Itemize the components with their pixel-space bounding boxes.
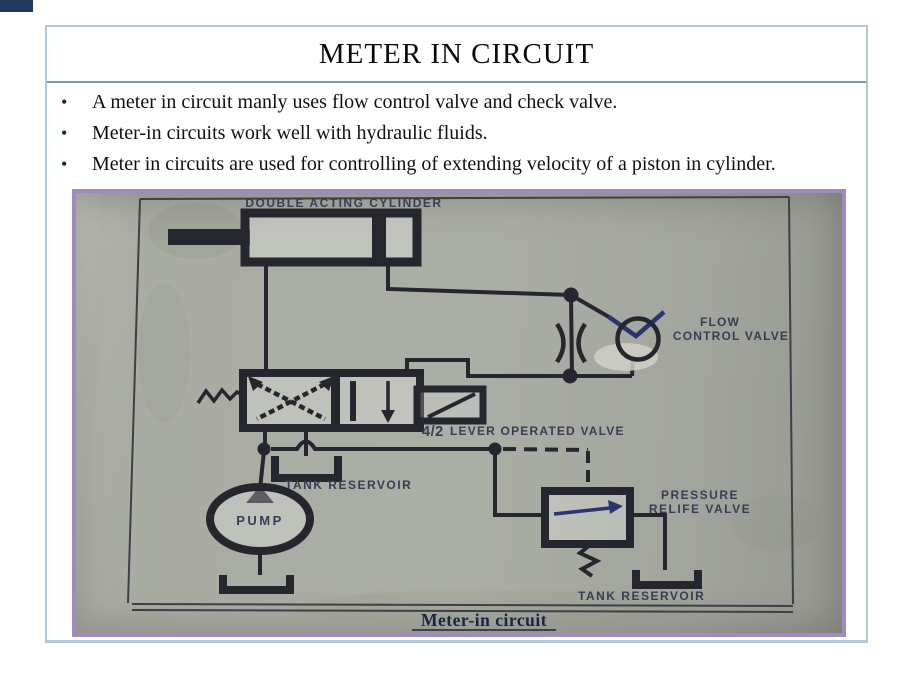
relief-valve-box (541, 487, 634, 548)
corner-accent-bar (0, 0, 33, 12)
sheet-frame (127, 196, 794, 613)
lever-valve-symbol (196, 369, 487, 432)
label-double-acting-cylinder: DOUBLE ACTING CYLINDER (245, 196, 442, 210)
circuit-photo: DOUBLE ACTING CYLINDER FLOW CONTROL VALV… (72, 189, 846, 637)
crossed-arrows (255, 381, 327, 422)
throttle-arc-left (555, 322, 566, 364)
circuit-diagram-svg: DOUBLE ACTING CYLINDER FLOW CONTROL VALV… (127, 196, 821, 631)
throttle-arc-right (576, 322, 587, 364)
spring-icon (576, 543, 602, 578)
bullet-item: • A meter in circuit manly uses flow con… (61, 91, 860, 114)
valve-arrowhead (608, 500, 623, 514)
figure-caption: Meter-in circuit (421, 610, 547, 630)
lever-handle (427, 392, 476, 419)
valve-divider (331, 373, 340, 428)
check-valve-circle (615, 316, 661, 362)
pump-triangle (246, 486, 274, 503)
relief-valve-symbol (493, 447, 702, 589)
bullet-marker: • (61, 92, 68, 112)
bullet-text: Meter-in circuits work well with hydraul… (92, 122, 488, 144)
label-pressure: PRESSURE (661, 488, 739, 502)
valve-arrow-line (553, 506, 611, 516)
tank-symbol-right (632, 570, 702, 589)
label-tank-reservoir-lower: TANK RESERVOIR (578, 589, 705, 603)
pipe-lines (264, 266, 635, 378)
bullet-marker: • (61, 154, 68, 174)
tank-symbol-lower-left (219, 575, 294, 594)
cylinder-body (240, 208, 422, 267)
label-control-valve: CONTROL VALVE (673, 329, 789, 343)
junction-dot (257, 442, 271, 456)
label-tank-reservoir-upper: TANK RESERVOIR (285, 478, 412, 492)
label-flow: FLOW (700, 315, 740, 329)
junction-dot (562, 368, 578, 384)
piston (372, 210, 386, 265)
flow-control-valve-symbol (555, 287, 666, 384)
bullet-text: Meter in circuits are used for controlli… (92, 153, 776, 175)
junction-dot (488, 442, 502, 456)
pump-symbol (206, 483, 314, 594)
label-4-2: 4/2 (422, 424, 444, 440)
down-arrowhead (381, 410, 395, 423)
pilot-dash-line (502, 447, 589, 452)
double-acting-cylinder-symbol (168, 208, 422, 267)
tank-symbol-upper (271, 456, 342, 482)
label-pump: PUMP (236, 513, 284, 528)
bullet-text: A meter in circuit manly uses flow contr… (92, 91, 618, 113)
label-relife-valve: RELIFE VALVE (649, 502, 751, 516)
piston-rod (168, 229, 250, 245)
spring-icon (196, 387, 245, 404)
pump-branch-lines (258, 428, 489, 490)
title-box: METER IN CIRCUIT (47, 27, 866, 83)
bullet-list: • A meter in circuit manly uses flow con… (47, 91, 866, 176)
label-lever-operated-valve: LEVER OPERATED VALVE (450, 424, 625, 438)
bullet-marker: • (61, 123, 68, 143)
check-valve-seat (607, 310, 666, 339)
bullet-item: • Meter-in circuits work well with hydra… (61, 122, 860, 145)
bullet-item: • Meter in circuits are used for control… (61, 153, 860, 176)
page-title: METER IN CIRCUIT (318, 37, 595, 70)
